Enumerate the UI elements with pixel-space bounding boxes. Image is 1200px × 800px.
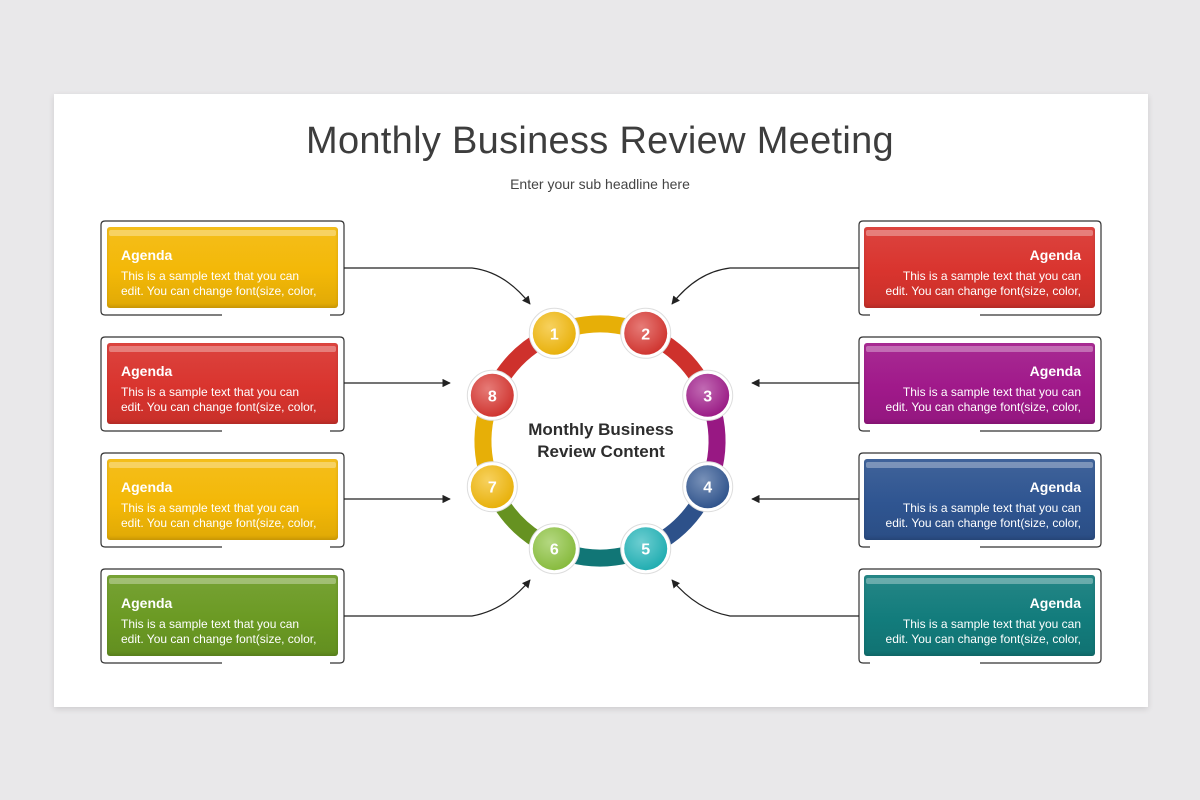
agenda-card-heading: Agenda [1029,595,1081,611]
connector-arrow [671,579,859,617]
connector-arrow [671,267,859,305]
step-node-6: 6 [528,523,580,575]
agenda-card-text: edit. You can change font(size, color, [121,284,317,298]
agenda-card-heading: Agenda [1029,363,1081,379]
agenda-card-text: This is a sample text that you can [902,385,1081,399]
step-node-3: 3 [682,369,734,421]
agenda-card-heading: Agenda [1029,247,1081,263]
center-label-line2: Review Content [537,442,665,461]
agenda-card-text: This is a sample text that you can [121,501,300,515]
connector-arrow [344,267,531,305]
page-title: Monthly Business Review Meeting [305,120,894,162]
step-node-label: 7 [488,480,497,497]
agenda-card-text: edit. You can change font(size, color, [885,632,1081,646]
agenda-card-text: This is a sample text that you can [902,617,1081,631]
card-frame [858,220,1102,316]
step-node-label: 8 [488,388,497,405]
step-node-circle [532,527,576,571]
agenda-card-text: edit. You can change font(size, color, [885,516,1081,530]
agenda-card-text: edit. You can change font(size, color, [885,400,1081,414]
step-node-label: 4 [703,480,712,497]
step-node-circle [686,465,730,509]
step-node-4: 4 [682,461,734,513]
step-node-label: 5 [641,542,650,559]
agenda-card-heading: Agenda [121,363,173,379]
agenda-card-text: This is a sample text that you can [121,617,300,631]
step-node-5: 5 [620,523,672,575]
step-node-circle [624,527,668,571]
step-node-7: 7 [466,461,518,513]
step-node-1: 1 [528,307,580,359]
agenda-card-heading: Agenda [121,479,173,495]
agenda-card-text: edit. You can change font(size, color, [885,284,1081,298]
agenda-card-text: edit. You can change font(size, color, [121,516,317,530]
step-node-label: 6 [550,542,559,559]
step-node-circle [532,311,576,355]
page-subtitle: Enter your sub headline here [510,176,690,192]
ring-segment [569,315,635,337]
card-frame [858,568,1102,664]
agenda-card-text: This is a sample text that you can [121,269,300,283]
step-node-8: 8 [466,369,518,421]
agenda-card-text: This is a sample text that you can [902,269,1081,283]
agenda-card-heading: Agenda [1029,479,1081,495]
card-frame [858,336,1102,432]
agenda-card-text: This is a sample text that you can [121,385,300,399]
step-node-label: 3 [703,388,712,405]
step-node-circle [470,465,514,509]
center-label-line1: Monthly Business [528,420,674,439]
agenda-card-text: edit. You can change font(size, color, [121,632,317,646]
agenda-card-text: This is a sample text that you can [902,501,1081,515]
step-node-2: 2 [620,307,672,359]
step-node-label: 2 [641,326,650,343]
card-frame [100,452,345,548]
step-node-circle [686,373,730,417]
step-node-circle [624,311,668,355]
agenda-card-heading: Agenda [121,595,173,611]
step-node-label: 1 [550,326,559,343]
card-frame [100,220,345,316]
agenda-card-text: edit. You can change font(size, color, [121,400,317,414]
card-frame [100,568,345,664]
ring-segment [474,406,496,472]
connector-arrow [344,579,531,617]
center-label: Monthly Business Review Content [505,419,697,463]
card-frame [100,336,345,432]
ring-segment [704,410,726,476]
card-frame [858,452,1102,548]
ring-segment [565,545,631,567]
agenda-card-heading: Agenda [121,247,173,263]
step-node-circle [470,373,514,417]
